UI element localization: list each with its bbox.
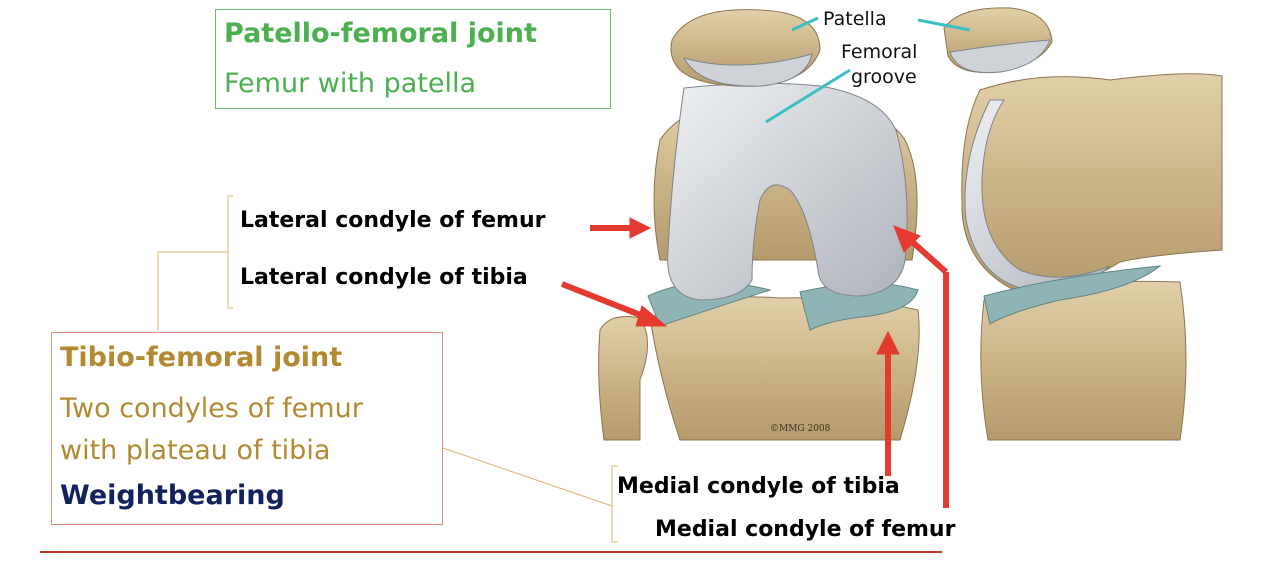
arrow-lateral-tibia (560, 281, 668, 327)
tf-connector-medial (442, 447, 613, 507)
tibiofemoral-box (51, 332, 443, 525)
label-lateral-condyle-femur: Lateral condyle of femur (240, 208, 546, 233)
femoral-cartilage (667, 82, 908, 301)
tf-connector (157, 251, 228, 330)
patella-pointer-right (917, 18, 971, 32)
tibiofemoral-title: Tibio-femoral joint (60, 342, 343, 373)
tibiofemoral-line2: with plateau of tibia (60, 435, 331, 466)
side-meniscus (983, 265, 1162, 325)
label-medial-condyle-tibia: Medial condyle of tibia (617, 474, 900, 499)
patellofemoral-title: Patello-femoral joint (224, 18, 537, 49)
patella-pointer-left (791, 16, 819, 32)
tibia (649, 296, 920, 441)
side-femur (961, 73, 1223, 292)
label-patella: Patella (823, 8, 887, 30)
fibula (598, 316, 648, 441)
arrow-medial-tibia (876, 330, 900, 476)
patellofemoral-box (215, 9, 611, 109)
label-medial-condyle-femur: Medial condyle of femur (655, 517, 956, 542)
groove-pointer (765, 68, 851, 124)
lateral-bracket (227, 195, 233, 309)
copyright-text: ©MMG 2008 (770, 424, 831, 434)
arrow-lateral-femur (590, 217, 652, 239)
side-cartilage (964, 99, 1111, 291)
patellofemoral-subtitle: Femur with patella (224, 68, 477, 99)
medial-bracket (611, 465, 618, 543)
arrow-medial-femur (893, 225, 949, 508)
label-femoral: Femoral (841, 41, 918, 63)
label-groove: groove (851, 66, 917, 88)
weightbearing-label: Weightbearing (60, 480, 285, 511)
label-lateral-condyle-tibia: Lateral condyle of tibia (240, 265, 528, 290)
tibiofemoral-line1: Two condyles of femur (60, 393, 363, 424)
